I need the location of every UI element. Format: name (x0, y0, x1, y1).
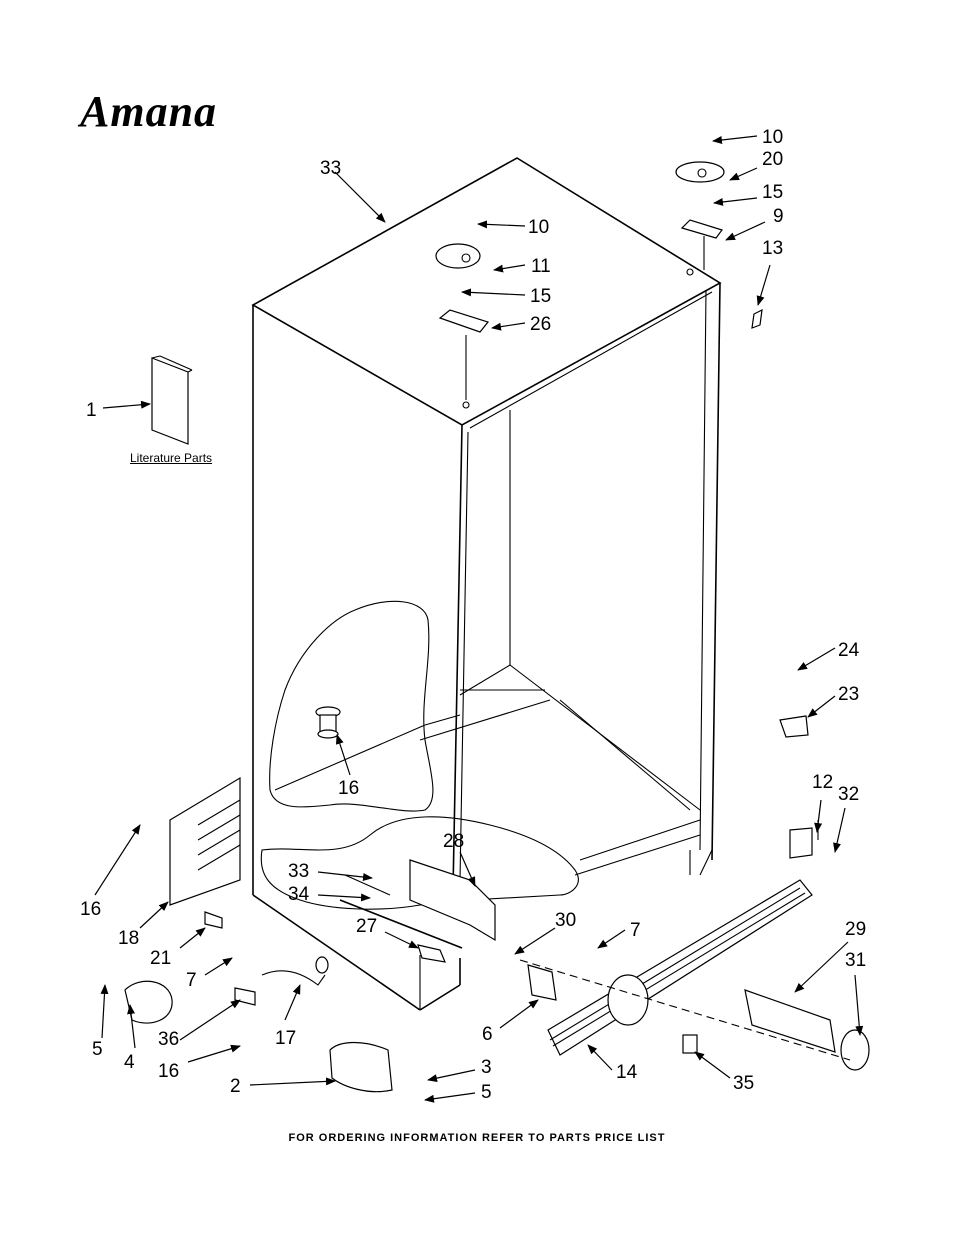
leader-lines (94, 135, 864, 1103)
callout-10-right: 10 (762, 127, 783, 148)
drain-fitting (315, 706, 341, 739)
callout-1: 1 (86, 400, 97, 421)
callout-3: 3 (481, 1057, 492, 1078)
callout-6: 6 (482, 1024, 493, 1045)
callout-labels: 1 33 10 20 15 9 13 10 11 15 26 24 23 12 … (80, 127, 866, 1103)
callout-16-upper: 16 (80, 899, 101, 920)
rear-grille-panel (169, 776, 241, 906)
callout-21: 21 (150, 948, 171, 969)
callout-2: 2 (230, 1076, 241, 1097)
callout-7-left: 7 (186, 970, 197, 991)
literature-booklet (151, 355, 193, 445)
callout-16-lower: 16 (158, 1061, 179, 1082)
callout-25: 33 (320, 158, 341, 179)
callout-5-right: 5 (481, 1082, 492, 1103)
callout-24: 24 (838, 640, 860, 661)
callout-17: 16 (338, 778, 359, 799)
callout-11: 11 (531, 256, 551, 277)
callout-29: 29 (845, 919, 866, 940)
callout-33: 33 (288, 861, 309, 882)
callout-13: 13 (762, 238, 783, 259)
callout-10-left: 10 (528, 217, 549, 238)
callout-28: 28 (443, 831, 464, 852)
callout-7-right: 7 (630, 920, 641, 941)
callout-32: 32 (838, 784, 859, 805)
callout-12: 12 (812, 772, 833, 793)
literature-parts-label: Literature Parts (130, 451, 213, 465)
callout-4: 4 (124, 1052, 135, 1073)
callout-5-left: 5 (92, 1039, 103, 1060)
footer-note: FOR ORDERING INFORMATION REFER TO PARTS … (288, 1132, 666, 1144)
callout-35: 35 (733, 1073, 754, 1094)
callout-27: 27 (356, 916, 377, 937)
callout-30: 30 (555, 910, 576, 931)
callout-9: 9 (773, 206, 784, 227)
cabinet (251, 157, 722, 1011)
callout-34: 34 (288, 884, 310, 905)
callout-15-right: 15 (762, 182, 783, 203)
callout-26: 26 (530, 314, 551, 335)
callout-36: 36 (158, 1029, 179, 1050)
lower-parts (124, 715, 870, 1093)
top-hinges (435, 161, 763, 409)
callout-31: 31 (845, 950, 866, 971)
callout-18: 17 (275, 1028, 296, 1049)
callout-23: 23 (838, 684, 859, 705)
callout-20: 20 (762, 149, 783, 170)
brand-logo: Amana (80, 87, 218, 136)
callout-14: 14 (616, 1062, 638, 1083)
callout-15-left: 15 (530, 286, 551, 307)
base-grille (519, 879, 851, 1061)
callout-19: 18 (118, 928, 139, 949)
